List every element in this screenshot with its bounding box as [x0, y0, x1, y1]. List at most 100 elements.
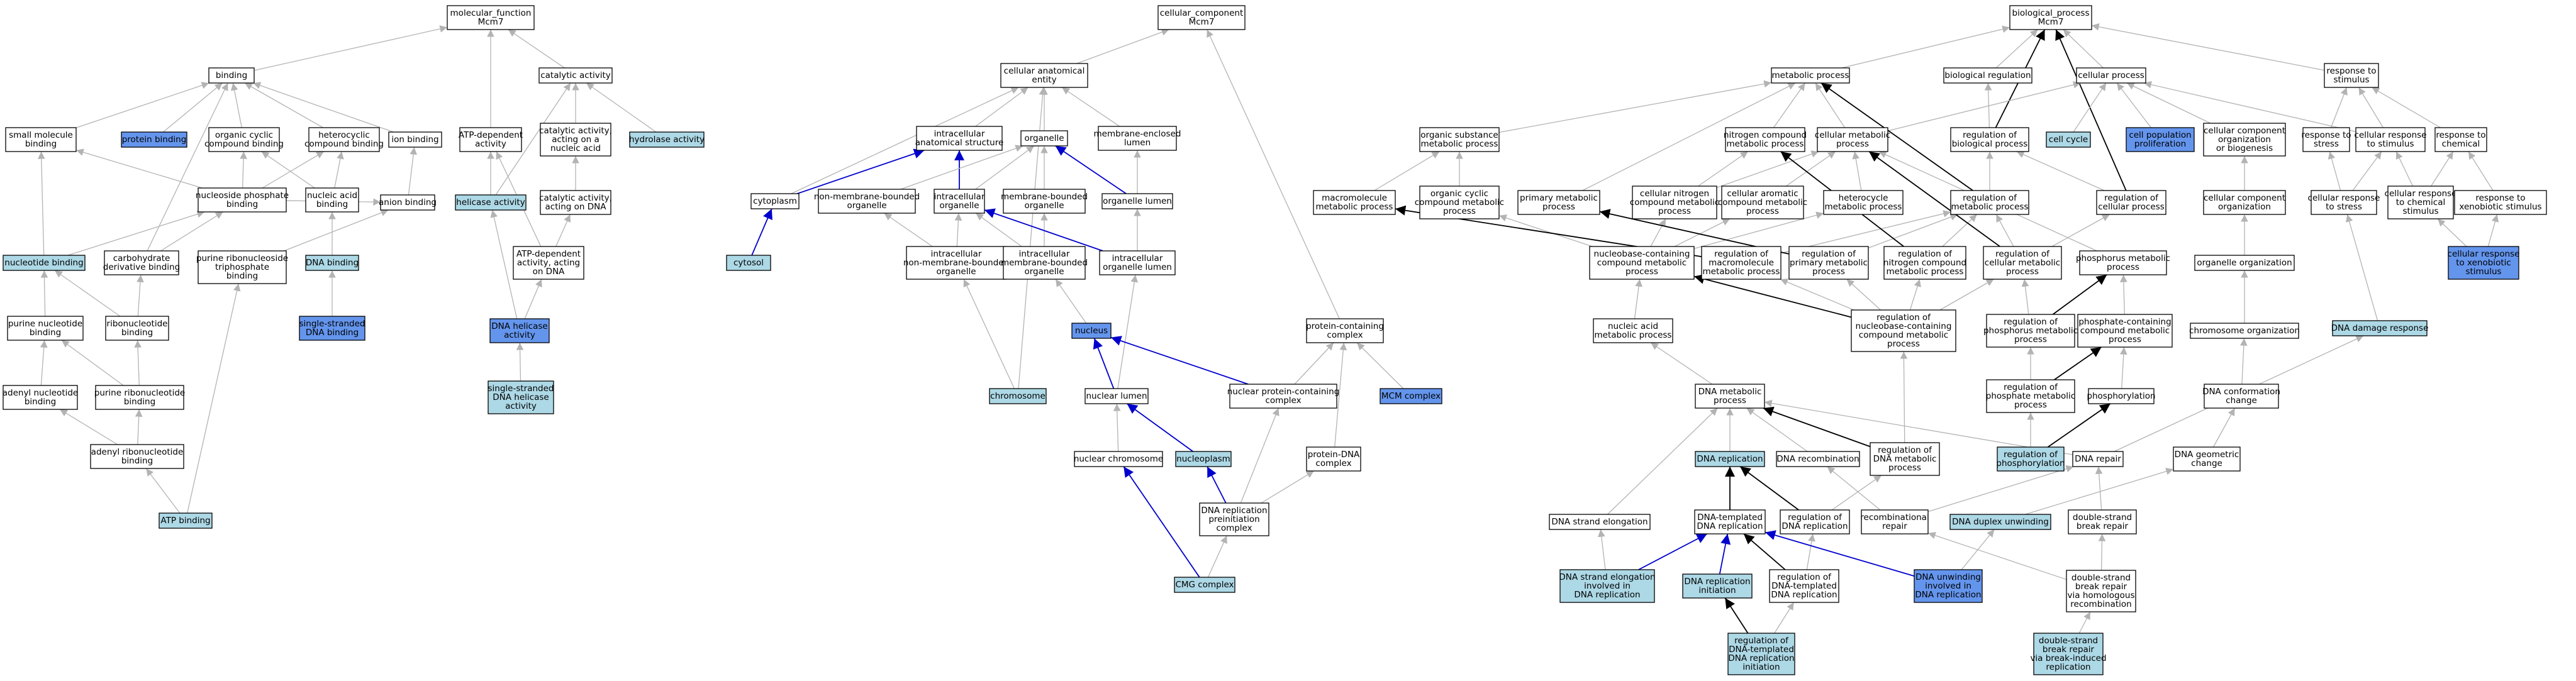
- node-chrom[interactable]: chromosome: [989, 388, 1047, 404]
- node-catdna[interactable]: catalytic activity,acting on DNA: [539, 190, 612, 215]
- node-drepair[interactable]: DNA repair: [2072, 451, 2124, 467]
- node-orgn[interactable]: organelle: [1020, 130, 1068, 147]
- node-atpb[interactable]: ATP binding: [159, 512, 213, 529]
- node-catact[interactable]: catalytic activity: [538, 67, 613, 84]
- node-cytosol[interactable]: cytosol: [726, 255, 771, 271]
- node-anionb[interactable]: anion binding: [379, 194, 437, 211]
- node-dse[interactable]: DNA strand elongation: [1549, 514, 1651, 530]
- node-rnccmp[interactable]: regulation ofnucleobase-containingcompou…: [1851, 309, 1956, 352]
- node-ol[interactable]: organelle lumen: [1101, 193, 1173, 209]
- node-drep[interactable]: DNA replication: [1695, 451, 1765, 467]
- node-cellp[interactable]: cellular process: [2076, 67, 2146, 84]
- node-cmg[interactable]: CMG complex: [1174, 577, 1235, 593]
- node-ddr[interactable]: DNA damage response: [2331, 320, 2429, 336]
- node-phosph[interactable]: phosphorylation: [2087, 388, 2156, 404]
- node-inmbo[interactable]: intracellularnon-membrane-boundedorganel…: [903, 246, 1009, 280]
- node-metp[interactable]: metabolic process: [1771, 67, 1850, 84]
- node-protbind[interactable]: protein binding: [121, 131, 187, 148]
- node-ionb[interactable]: ion binding: [388, 131, 442, 148]
- node-nucleus[interactable]: nucleus: [1071, 323, 1112, 339]
- node-mcm[interactable]: MCM complex: [1380, 388, 1442, 404]
- node-nucb[interactable]: nucleotide binding: [3, 255, 86, 271]
- node-helic[interactable]: helicase activity: [455, 194, 527, 211]
- node-ccycle[interactable]: cell cycle: [2046, 131, 2091, 148]
- node-nlumen[interactable]: nuclear lumen: [1084, 388, 1149, 404]
- node-nucleop[interactable]: nucleoplasm: [1175, 451, 1232, 467]
- node-breg[interactable]: biological regulation: [1943, 67, 2032, 84]
- node-dnab[interactable]: DNA binding: [305, 255, 359, 271]
- node-nchrom[interactable]: nuclear chromosome: [1074, 451, 1163, 467]
- node-drecomb[interactable]: DNA recombination: [1776, 451, 1860, 467]
- node-hydro[interactable]: hydrolase activity: [629, 131, 705, 148]
